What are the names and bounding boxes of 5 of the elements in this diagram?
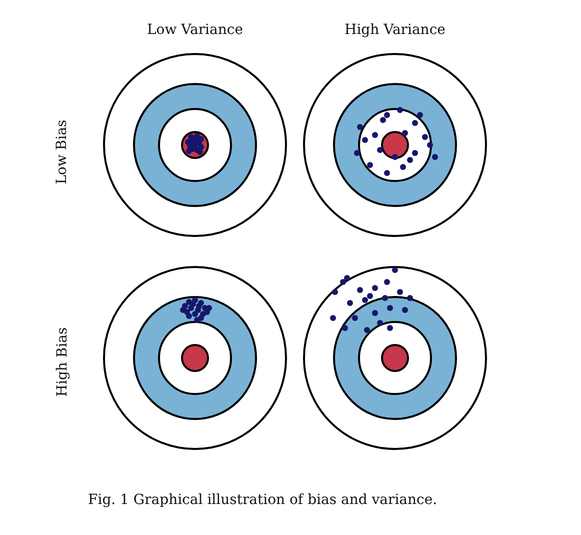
column-heading: Low Variance	[147, 22, 243, 38]
column-heading: High Variance	[344, 22, 446, 38]
row-heading: Low Bias	[54, 120, 70, 184]
row-heading: High Bias	[54, 327, 70, 397]
figure-caption: Fig. 1 Graphical illustration of bias and variance.	[88, 492, 438, 508]
